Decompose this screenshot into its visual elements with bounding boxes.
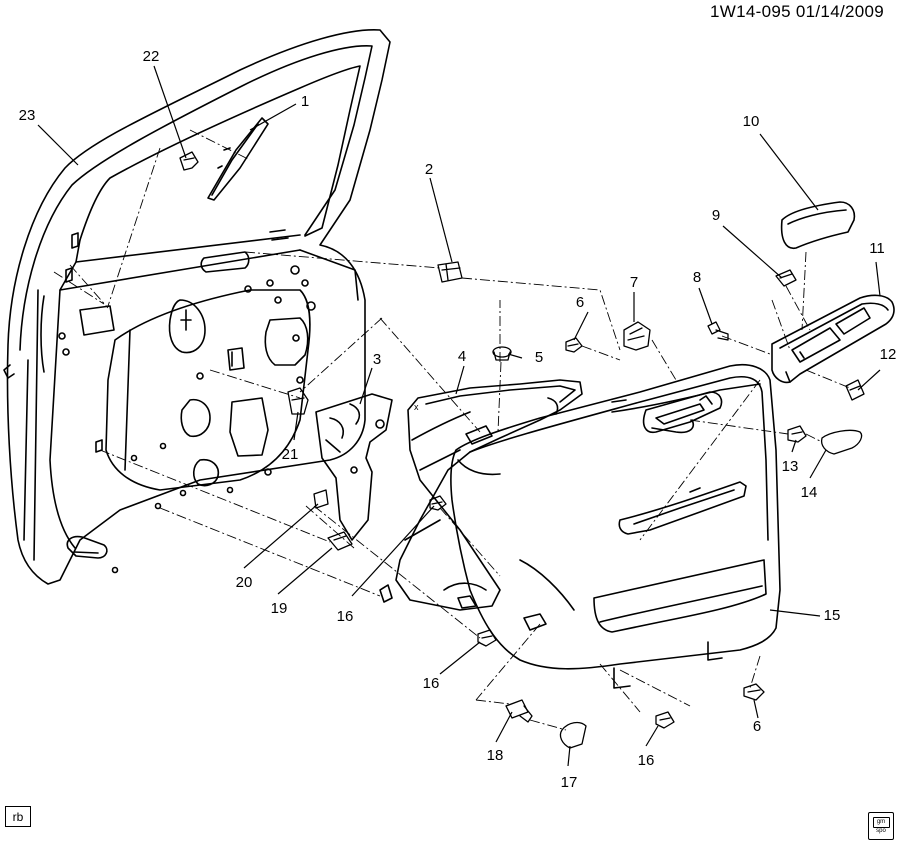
- callout-9: 9: [712, 207, 720, 224]
- view-label: rb: [5, 806, 31, 827]
- fastener-13: [787, 425, 807, 443]
- callout-4: 4: [458, 348, 466, 365]
- cover-17: [559, 721, 587, 749]
- callout-6b: 6: [753, 718, 761, 735]
- callout-14: 14: [801, 484, 818, 501]
- clip-21: [287, 387, 309, 415]
- cover-14: [820, 429, 863, 455]
- fastener-6-top: [565, 337, 583, 353]
- switch-bezel-11: [771, 294, 895, 384]
- fastener-16-b: [477, 629, 497, 647]
- trim-panel-15: [450, 364, 781, 689]
- leader-lines: [37, 65, 881, 767]
- pushpin-5: [492, 346, 512, 361]
- bolt-8: [707, 321, 729, 341]
- callout-1: 1: [301, 93, 309, 110]
- callout-10: 10: [743, 113, 760, 130]
- callout-12: 12: [880, 346, 897, 363]
- callout-23: 23: [19, 107, 36, 124]
- callout-15: 15: [824, 607, 841, 624]
- logo-subtext: spo: [876, 828, 886, 834]
- clip-20: [313, 489, 329, 509]
- screw-18: [505, 699, 533, 723]
- callout-labels: 1 2 3 4 5 6 6 7 8 9 10 11 12 13 14 15 16…: [19, 48, 897, 791]
- callout-5: 5: [535, 349, 543, 366]
- callout-19: 19: [271, 600, 288, 617]
- callout-16c: 16: [638, 752, 655, 769]
- callout-20: 20: [236, 574, 253, 591]
- clip-22: [179, 151, 199, 171]
- alignment-lines: [53, 129, 851, 731]
- door-frame: [3, 29, 391, 585]
- insulator-3: [315, 393, 393, 541]
- callout-13: 13: [782, 458, 799, 475]
- clip-2: [437, 261, 463, 283]
- callout-21: 21: [282, 446, 299, 463]
- callout-2: 2: [425, 161, 433, 178]
- fastener-16-a: [429, 495, 447, 511]
- mirror-patch: [207, 117, 269, 201]
- callout-8: 8: [693, 269, 701, 286]
- callout-3: 3: [373, 351, 381, 368]
- callout-17: 17: [561, 774, 578, 791]
- callout-22: 22: [143, 48, 160, 65]
- gm-logo-icon: gm: [872, 817, 890, 828]
- callout-7: 7: [630, 274, 638, 291]
- svg-text:x: x: [414, 402, 419, 412]
- callout-16a: 16: [337, 608, 354, 625]
- diagram-code: 1W14-095 01/14/2009: [710, 2, 884, 21]
- callout-6a: 6: [576, 294, 584, 311]
- callout-18: 18: [487, 747, 504, 764]
- fastener-16-c: [655, 711, 675, 729]
- gm-spo-logo: gm spo: [868, 812, 894, 840]
- clip-12: [845, 379, 865, 401]
- screw-9: [775, 269, 797, 287]
- fastener-6-bottom: [743, 683, 765, 701]
- cover-10: [780, 201, 856, 249]
- bracket-7: [623, 321, 651, 351]
- callout-16b: 16: [423, 675, 440, 692]
- callout-11: 11: [869, 240, 885, 257]
